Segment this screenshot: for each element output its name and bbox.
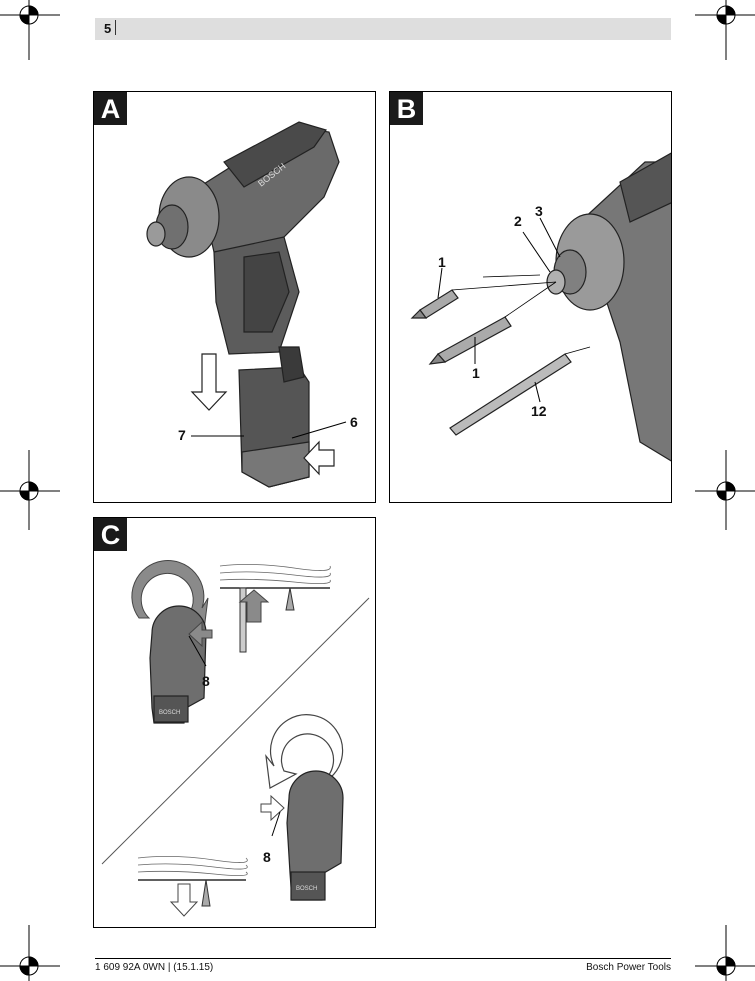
- figure-panel-a: A BOSCH 7 6: [93, 91, 376, 503]
- crop-mark-top-right-icon: [695, 0, 755, 60]
- footer-doc-code: 1 609 92A 0WN | (15.1.15): [95, 962, 214, 973]
- drill-battery-illustration: BOSCH: [146, 121, 347, 488]
- callout-switch-bottom: 8: [263, 849, 271, 865]
- callout-switch-top: 8: [202, 673, 210, 689]
- push-arrow-left-icon: [188, 620, 213, 648]
- tool-bit-holder: [146, 221, 166, 247]
- panel-letter-c: C: [94, 518, 127, 551]
- crop-mark-bottom-left-icon: [0, 925, 60, 981]
- switch-logo-top: BOSCH: [159, 710, 180, 716]
- crop-mark-mid-left-icon: [0, 450, 60, 530]
- callout-bit-holder: 3: [535, 203, 543, 219]
- up-arrow-icon: [238, 589, 270, 623]
- screw-top-icon: [285, 587, 295, 611]
- screw-bottom-icon: [201, 879, 211, 907]
- diagonal-divider: [101, 597, 370, 865]
- callout-release-button: 6: [350, 414, 358, 430]
- drill-bit-top: [239, 587, 247, 653]
- tool-top-grip: [223, 121, 327, 188]
- push-arrow-right-icon: [260, 794, 285, 822]
- header-separator: [115, 20, 116, 35]
- footer-brand: Bosch Power Tools: [586, 962, 671, 973]
- callout-drill-bit: 12: [531, 403, 547, 419]
- callout-bit-top: 1: [438, 254, 446, 270]
- panel-letter-b: B: [390, 92, 423, 125]
- tool-handle-grip: [243, 251, 290, 333]
- callout-battery: 7: [178, 427, 186, 443]
- tool-rear-bottom: [286, 770, 344, 901]
- panel-letter-a: A: [94, 92, 127, 125]
- callout-bit-bottom: 1: [472, 365, 480, 381]
- page-number: 5: [104, 21, 112, 36]
- figure-panel-c: C BOSCH: [93, 517, 376, 928]
- press-arrow-icon: [303, 440, 335, 476]
- crop-mark-top-left-icon: [0, 0, 60, 60]
- bit-insertion-illustration: [410, 152, 671, 462]
- down-arrow-icon: [169, 883, 199, 917]
- rotation-counterclockwise-arrow-icon: [265, 714, 344, 789]
- crop-mark-mid-right-icon: [695, 450, 755, 530]
- callout-chuck-sleeve: 2: [514, 213, 522, 229]
- drill-bit: [449, 353, 572, 436]
- insert-arrow-icon: [190, 353, 228, 411]
- rotation-direction-illustration: BOSCH BOSCH: [101, 560, 370, 917]
- header-bar: [95, 18, 671, 40]
- footer-rule: [95, 958, 671, 959]
- figure-panel-b: B 2 3 1: [389, 91, 672, 503]
- wood-block-top: [219, 564, 331, 589]
- wood-block-bottom: [137, 856, 248, 881]
- tool-rear-top: [149, 605, 207, 724]
- crop-mark-bottom-right-icon: [695, 925, 755, 981]
- switch-logo-bottom: BOSCH: [296, 886, 317, 892]
